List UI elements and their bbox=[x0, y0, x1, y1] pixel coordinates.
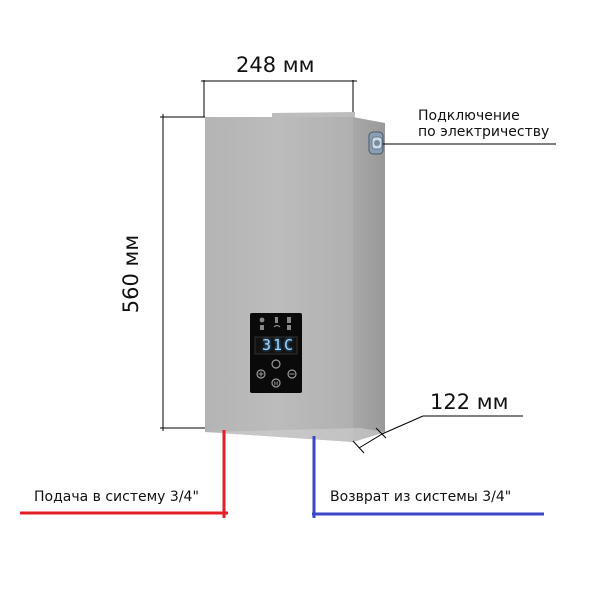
plus-button-icon bbox=[256, 369, 266, 379]
height-label: 560 мм bbox=[119, 234, 144, 314]
temperature-display: 31C bbox=[262, 336, 296, 354]
width-label: 248 мм bbox=[236, 53, 315, 77]
electrical-connector-icon bbox=[368, 131, 384, 155]
power-connection-label-line2: по электричеству bbox=[418, 124, 550, 140]
width-dimension-line bbox=[201, 80, 357, 117]
supply-pipe-line bbox=[20, 430, 228, 518]
control-panel: M bbox=[250, 313, 302, 393]
svg-text:M: M bbox=[274, 382, 279, 388]
minus-button-icon bbox=[287, 369, 297, 379]
supply-label: Подача в систему 3/4" bbox=[34, 489, 199, 505]
height-dimension-line bbox=[160, 114, 205, 431]
return-pipe-line bbox=[312, 436, 544, 518]
depth-label: 122 мм bbox=[430, 390, 509, 414]
depth-dimension-line bbox=[352, 415, 523, 454]
power-button-icon bbox=[271, 359, 281, 369]
return-label: Возврат из системы 3/4" bbox=[330, 489, 512, 505]
power-connection-label-line1: Подключение bbox=[418, 108, 520, 124]
boiler-body bbox=[205, 112, 385, 442]
mode-button-icon bbox=[271, 378, 281, 388]
